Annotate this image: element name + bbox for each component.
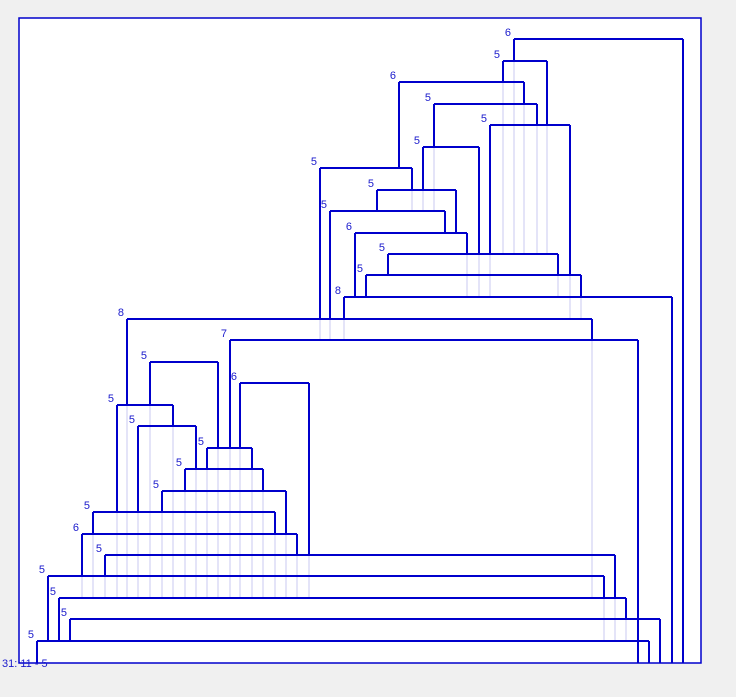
tree-edges bbox=[36, 38, 684, 663]
node-label: 6 bbox=[346, 221, 352, 233]
node-label: 5 bbox=[108, 393, 114, 405]
node-label: 6 bbox=[231, 371, 237, 383]
node-label: 7 bbox=[221, 328, 227, 340]
node-label: 5 bbox=[153, 479, 159, 491]
node-label: 5 bbox=[50, 586, 56, 598]
root-label: 31: 11 - 5 bbox=[2, 658, 48, 670]
node-label: 5 bbox=[494, 49, 500, 61]
node-label: 6 bbox=[73, 522, 79, 534]
node-label: 6 bbox=[505, 27, 511, 39]
node-label: 5 bbox=[425, 92, 431, 104]
node-label: 5 bbox=[379, 242, 385, 254]
node-label: 8 bbox=[118, 307, 124, 319]
node-label: 5 bbox=[357, 263, 363, 275]
node-label: 5 bbox=[39, 564, 45, 576]
node-label: 5 bbox=[61, 607, 67, 619]
node-label: 5 bbox=[141, 350, 147, 362]
node-label: 5 bbox=[28, 629, 34, 641]
node-label: 5 bbox=[368, 178, 374, 190]
node-label: 5 bbox=[321, 199, 327, 211]
node-label: 5 bbox=[198, 436, 204, 448]
node-label: 5 bbox=[481, 113, 487, 125]
node-label: 5 bbox=[414, 135, 420, 147]
node-label: 5 bbox=[84, 500, 90, 512]
node-label: 8 bbox=[335, 285, 341, 297]
node-label: 5 bbox=[311, 156, 317, 168]
node-label: 6 bbox=[390, 70, 396, 82]
node-label: 5 bbox=[129, 414, 135, 426]
node-label: 5 bbox=[176, 457, 182, 469]
node-label: 5 bbox=[96, 543, 102, 555]
